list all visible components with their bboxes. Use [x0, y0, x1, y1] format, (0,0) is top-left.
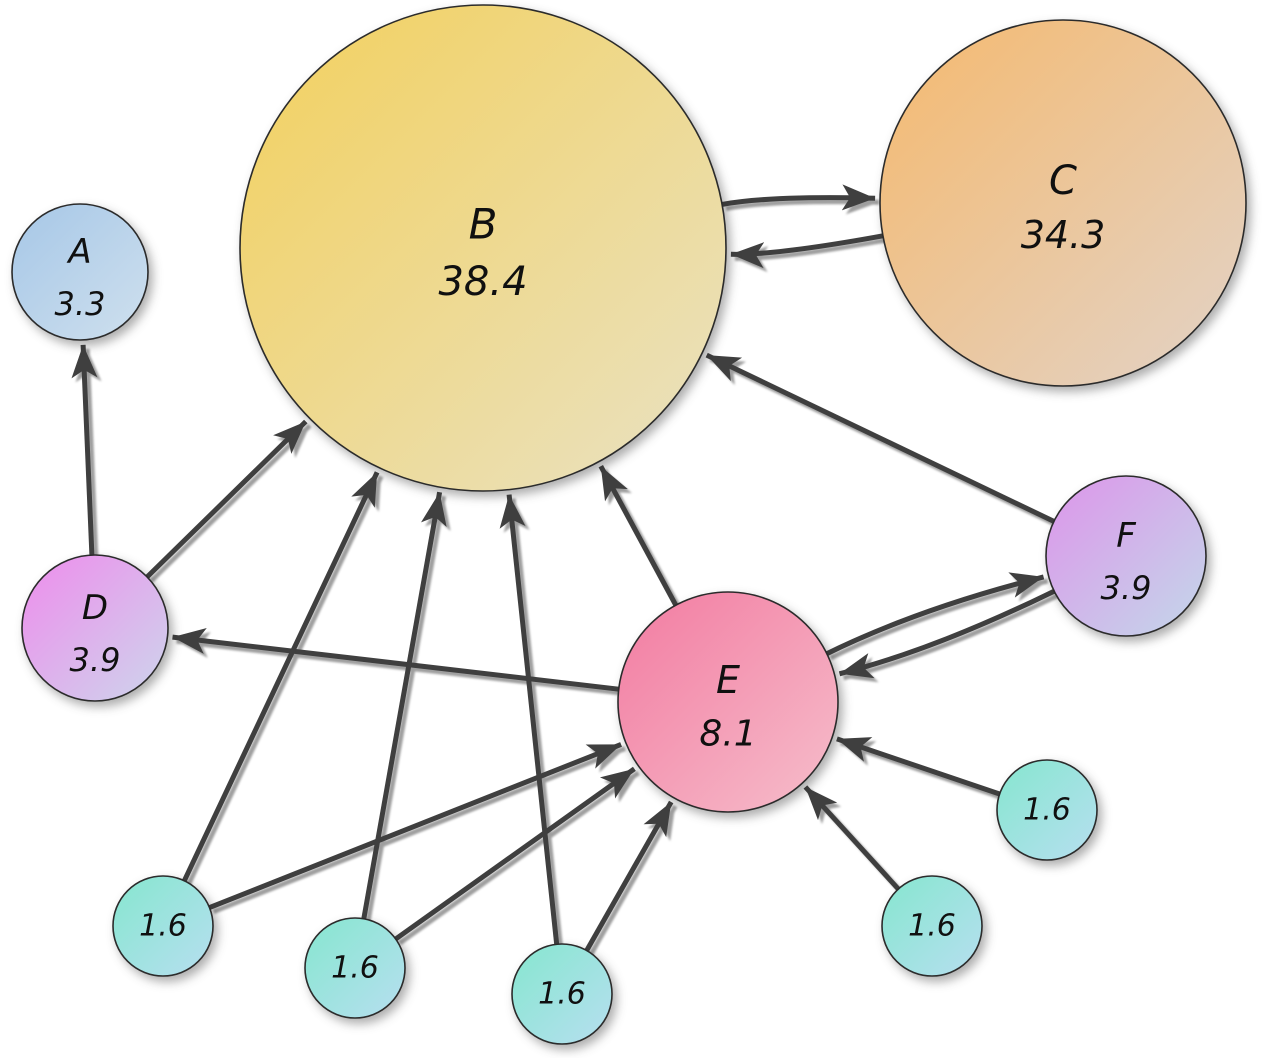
node-A-value: 3.3: [55, 285, 106, 323]
node-C-circle: [879, 19, 1247, 387]
node-E-value: 8.1: [699, 714, 756, 755]
edge-G3-E-arrow: [584, 800, 674, 952]
node-A-label: A: [66, 232, 91, 272]
node-F-value: 3.9: [1101, 569, 1152, 607]
node-G5-circle: [996, 759, 1098, 861]
node-G4-circle: [881, 875, 983, 977]
edge-C-B-arrow: [730, 233, 884, 269]
node-D-circle: [21, 554, 169, 702]
node-G5-value: 1.6: [1023, 793, 1071, 828]
node-E-circle: [617, 591, 839, 813]
edge-E-D-arrow: [172, 628, 619, 692]
edge-F-B-arrow: [705, 352, 1055, 524]
node-C-label: C: [1049, 158, 1077, 204]
node-G2-value: 1.6: [331, 951, 379, 986]
edge-D-A-arrow: [71, 344, 98, 556]
node-G3-value: 1.6: [538, 977, 586, 1012]
node-G1-value: 1.6: [139, 909, 187, 944]
node-G4-value: 1.6: [908, 909, 956, 944]
edge-G5-E-arrow: [836, 736, 1001, 797]
edges-layer: [71, 184, 1056, 952]
node-F-circle: [1045, 475, 1207, 637]
node-D-label: D: [82, 588, 108, 628]
edge-D-B-arrow: [145, 419, 308, 579]
node-G2-circle: [304, 917, 406, 1019]
edge-G2-B-arrow: [361, 491, 447, 920]
node-D-value: 3.9: [70, 641, 121, 679]
edge-G2-E-arrow: [394, 766, 636, 942]
edge-E-B-arrow: [598, 465, 679, 607]
edge-E-F-arrow: [825, 572, 1045, 656]
edge-G3-B-arrow: [499, 494, 560, 945]
node-B-circle: [239, 4, 727, 492]
edge-G1-B-arrow: [182, 471, 380, 882]
node-B-label: B: [469, 200, 498, 249]
node-F-label: F: [1116, 516, 1136, 556]
edge-F-E-arrow: [838, 588, 1056, 679]
node-G3-circle: [511, 943, 613, 1045]
edge-B-C-arrow: [721, 184, 876, 211]
edge-G4-E-arrow: [803, 785, 901, 891]
node-A-circle: [11, 203, 149, 341]
edge-G1-E-arrow: [208, 742, 623, 910]
node-E-label: E: [716, 658, 740, 702]
node-G1-circle: [112, 875, 214, 977]
node-B-value: 38.4: [438, 259, 527, 305]
node-C-value: 34.3: [1021, 213, 1106, 257]
